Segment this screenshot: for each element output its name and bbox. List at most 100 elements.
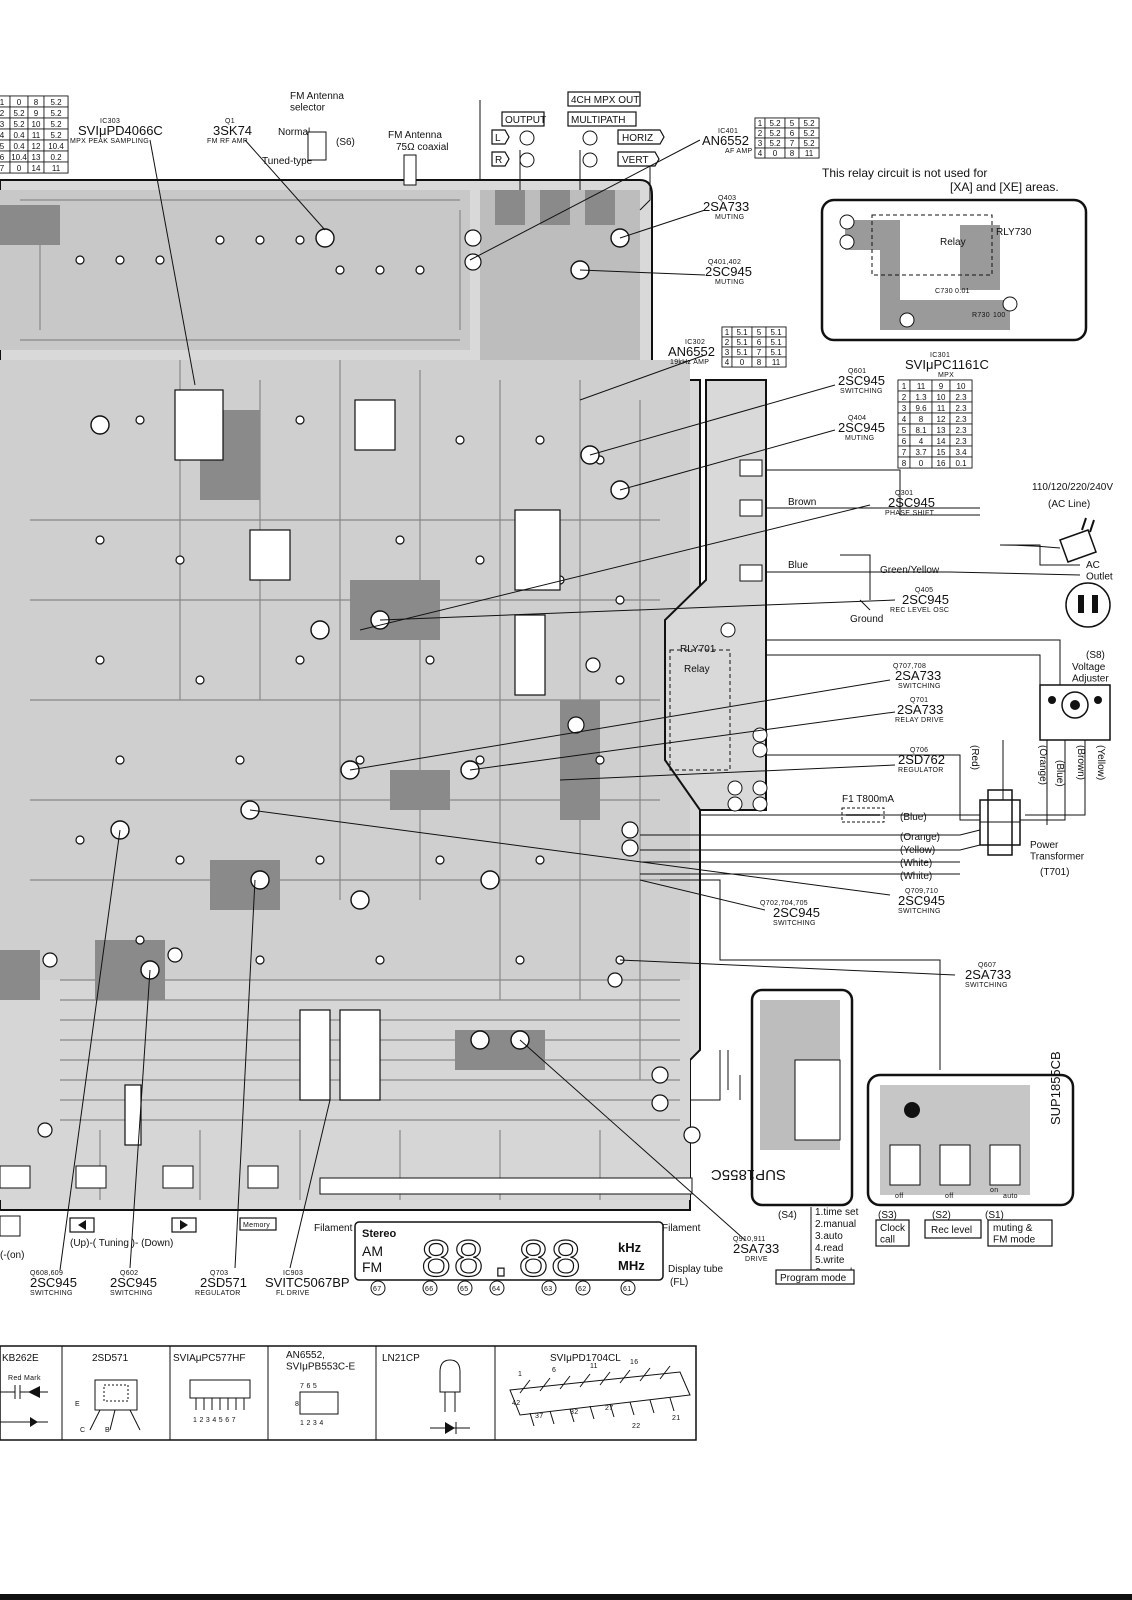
ic401-table-cell-3-1: 0 (773, 149, 778, 158)
ic903-ref: IC903 (283, 1270, 303, 1277)
grid-pin-67: 67 (373, 1286, 381, 1293)
ic302-table-cell-3-3: 11 (772, 358, 781, 367)
q601-part: 2SC945 (838, 373, 885, 388)
left-table-cell-2-0: 3 (0, 120, 5, 129)
q607-function: SWITCHING (965, 982, 1008, 989)
legend-pin27: 27 (605, 1405, 613, 1412)
relay-note: This relay circuit is not used for (822, 166, 987, 180)
relay-note-2: [XA] and [XE] areas. (950, 180, 1059, 194)
ic301-part: SVIμPC1161C (905, 357, 989, 372)
q910-part: 2SA733 (733, 1241, 779, 1256)
s1-auto: auto (1003, 1193, 1018, 1200)
legend-svi-upd1704cl: SVIμPD1704CL (550, 1353, 621, 1364)
antenna-selector-switch[interactable] (307, 131, 327, 161)
grid-pin-62: 62 (578, 1286, 586, 1293)
legend-kb262e: KB262E (2, 1353, 39, 1364)
coax-label: 75Ω coaxial (396, 142, 449, 153)
ic401-table-cell-1-2: 6 (790, 129, 795, 138)
ic301-table-cell-1-1: 1.3 (915, 393, 927, 402)
program-item-4: 4.read (815, 1243, 843, 1254)
ic302-ref: IC302 (685, 339, 705, 346)
ic301-table-cell-0-2: 9 (939, 382, 944, 391)
ic302-table-cell-0-0: 1 (725, 328, 730, 337)
memory-button[interactable] (239, 1217, 277, 1231)
left-table-cell-1-3: 5.2 (50, 109, 62, 118)
ic301-table-cell-6-3: 3.4 (955, 448, 967, 457)
q1-part: 3SK74 (213, 123, 252, 138)
q701-ref: Q701 (910, 697, 928, 704)
q706-part: 2SD762 (898, 752, 945, 767)
s3-off: off (895, 1193, 904, 1200)
ic401-table-cell-2-0: 3 (758, 139, 763, 148)
ic301-table-cell-2-2: 11 (937, 404, 946, 413)
muting-fm-label: muting &FM mode (993, 1223, 1036, 1246)
q706-function: REGULATOR (898, 767, 944, 774)
connector-block (514, 614, 546, 696)
r730-label: R730 (972, 312, 990, 319)
ic301-table-cell-5-3: 2.3 (955, 437, 967, 446)
ic301-table-cell-4-3: 2.3 (955, 426, 967, 435)
q403-function: MUTING (715, 214, 744, 221)
ic401-table-cell-3-3: 11 (805, 149, 814, 158)
ic302-table-cell-3-0: 4 (725, 358, 730, 367)
ic302-table-cell-1-2: 6 (757, 338, 762, 347)
q401-function: MUTING (715, 279, 744, 286)
program-item-2: 2.manual (815, 1219, 856, 1230)
legend-pin32: 32 (570, 1409, 578, 1416)
ic303-function: MPX PEAK SAMPLING (70, 138, 149, 145)
ic301-table-cell-3-1: 8 (919, 415, 924, 424)
ic401-part: AN6552 (702, 133, 749, 148)
ic401-table-cell-1-0: 2 (758, 129, 763, 138)
grid-pin-63: 63 (544, 1286, 552, 1293)
ic401-table-cell-2-2: 7 (790, 139, 795, 148)
z802-package (339, 1009, 381, 1101)
display-tube-sub: (FL) (670, 1277, 688, 1288)
q602-part: 2SC945 (110, 1275, 157, 1290)
ac-line-label: (AC Line) (1048, 499, 1090, 510)
ic302-table-cell-1-0: 2 (725, 338, 730, 347)
multipath-jack-v (582, 152, 598, 168)
q405-part: 2SC945 (902, 592, 949, 607)
program-item-3: 3.auto (815, 1231, 843, 1242)
display-tube: Stereo AM FM 88.88 kHz MHz (354, 1221, 664, 1294)
legend-577-pins: 1 2 3 4 5 6 7 (193, 1417, 236, 1424)
ic301-table-cell-7-0: 8 (902, 459, 907, 468)
sup1855c-mark: SUP1855C (711, 1166, 786, 1183)
program-item-1: 1.time set (815, 1207, 859, 1218)
filament-right-label: Filament (662, 1223, 701, 1234)
ic301-table-cell-1-3: 2.3 (955, 393, 967, 402)
ic301-table-cell-3-3: 2.3 (955, 415, 967, 424)
ic401-table-cell-3-0: 4 (758, 149, 763, 158)
q702-part: 2SC945 (773, 905, 820, 920)
ic401-table-cell-0-1: 5.2 (769, 119, 781, 128)
q405-ref: Q405 (915, 587, 933, 594)
legend-2sd571: 2SD571 (92, 1353, 129, 1364)
wire-brown: Brown (788, 497, 816, 508)
left-table-cell-1-2: 9 (34, 109, 39, 118)
ic301-table-cell-2-0: 3 (902, 404, 907, 413)
normal-label: Normal (278, 127, 310, 138)
q702-ref: Q702,704,705 (760, 900, 808, 907)
q1-ref: Q1 (225, 118, 235, 125)
q709-ref: Q709,710 (905, 888, 938, 895)
left-table-cell-2-1: 5.2 (13, 120, 25, 129)
left-table-cell-1-1: 5.2 (13, 109, 25, 118)
bottom-edge (0, 1594, 1132, 1600)
grid-pin-64: 64 (492, 1286, 500, 1293)
ac-plug (999, 517, 1097, 563)
c730-value: 0.01 (955, 288, 970, 295)
q709-part: 2SC945 (898, 893, 945, 908)
ac-line-voltage: 110/120/220/240V (1032, 482, 1113, 493)
q702-function: SWITCHING (773, 920, 816, 927)
adj-wire-yellow: (Yellow) (1095, 745, 1106, 780)
mpx-out-label: 4CH MPX OUT (571, 95, 639, 106)
ic401-package (354, 399, 396, 451)
q608-function: SWITCHING (30, 1290, 73, 1297)
adj-wire-brown: (Brown) (1075, 745, 1086, 780)
s2-off: off (945, 1193, 954, 1200)
